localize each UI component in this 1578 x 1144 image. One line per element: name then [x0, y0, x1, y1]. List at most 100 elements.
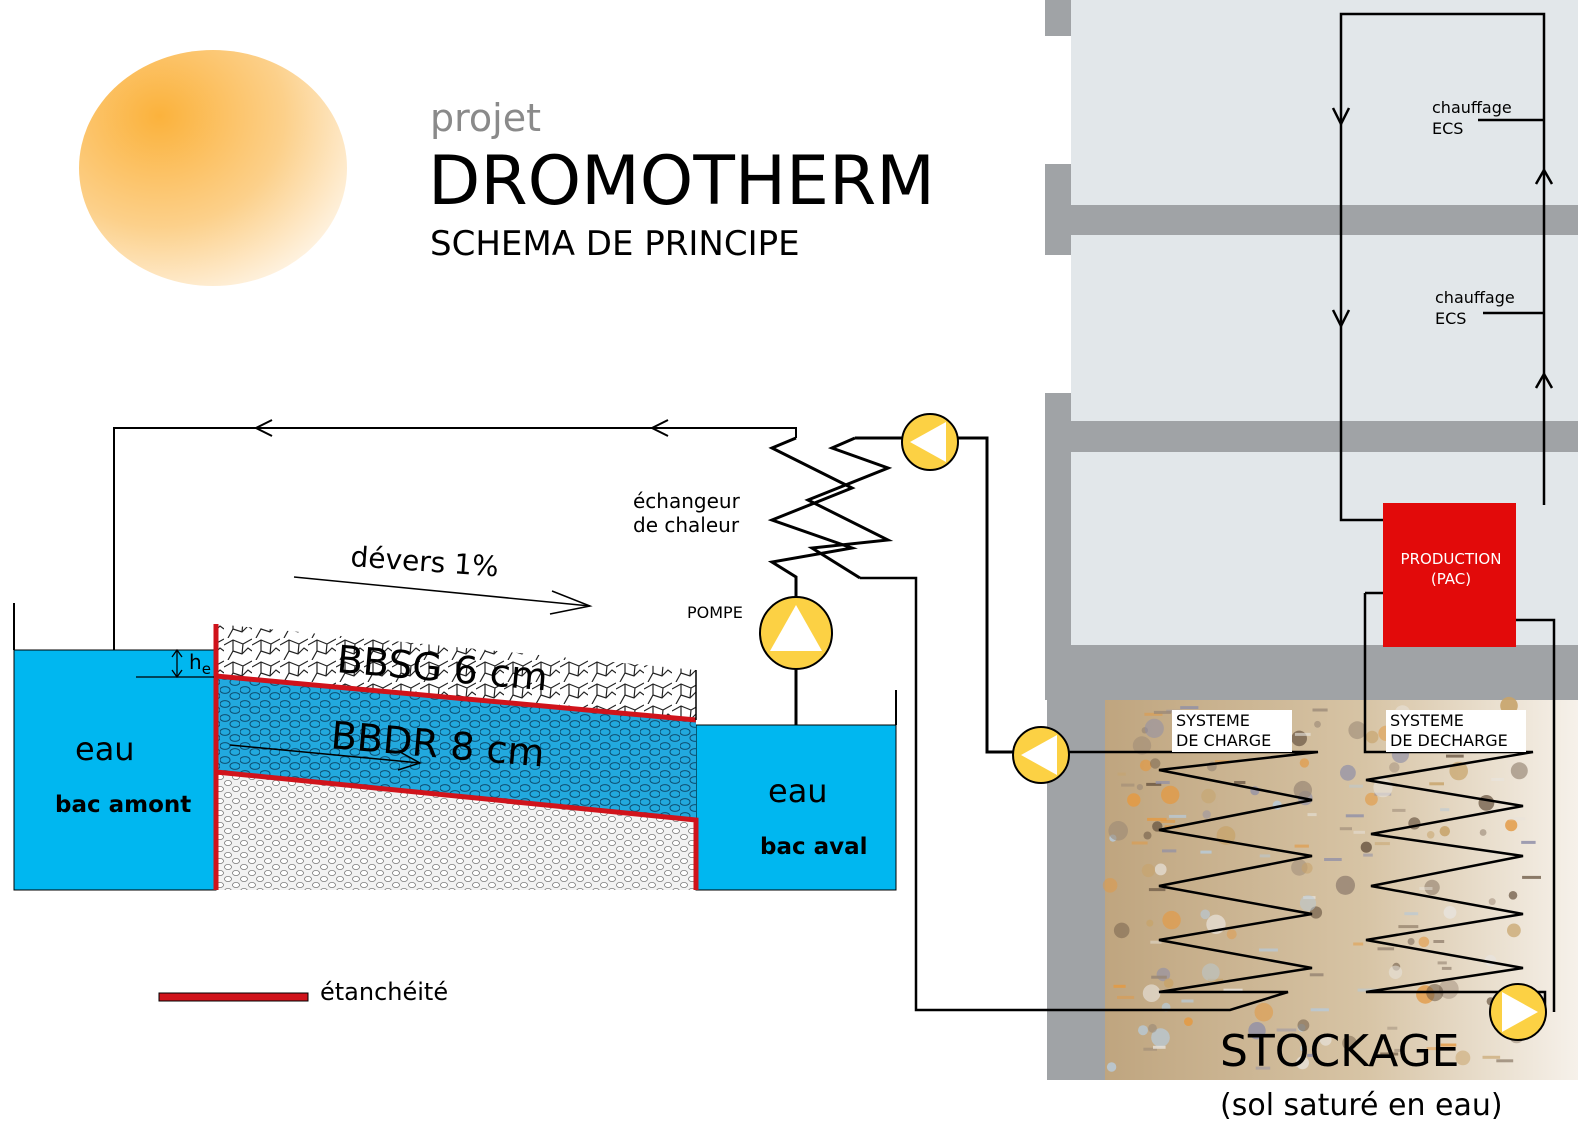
soil-speck: [1150, 940, 1162, 944]
soil-speck: [1143, 831, 1152, 840]
soil-speck: [1148, 888, 1166, 892]
soil-speck: [1117, 772, 1126, 776]
soil-speck: [1407, 938, 1415, 945]
pump-label: POMPE: [687, 603, 743, 622]
room-upper: [1071, 0, 1578, 205]
soil-speck: [1339, 827, 1352, 831]
soil-speck: [1508, 891, 1518, 900]
pump-icon: [901, 413, 959, 471]
title-schema: SCHEMA DE PRINCIPE: [430, 224, 800, 264]
flow-arrow-icon: [1331, 107, 1351, 127]
soil-speck: [1259, 948, 1278, 952]
soil-speck: [1437, 961, 1447, 965]
soil-speck: [1144, 712, 1163, 716]
production-sublabel: (PAC): [1431, 570, 1471, 588]
soil-speck: [1446, 754, 1464, 758]
soil-speck: [1438, 979, 1459, 999]
pump-icon: [759, 596, 833, 670]
soil-speck: [1146, 782, 1162, 786]
sealing-legend-label: étanchéité: [320, 978, 448, 1006]
upper-floor-label-ecs: ECS: [1432, 119, 1463, 138]
soil-speck: [1160, 819, 1176, 823]
soil-speck: [1296, 1056, 1309, 1070]
soil-speck: [1180, 706, 1199, 710]
soil-speck: [1300, 1045, 1307, 1052]
soil-speck: [1505, 819, 1518, 832]
soil-speck: [1426, 1047, 1440, 1051]
soil-speck: [1148, 1023, 1157, 1033]
soil-speck: [1299, 758, 1310, 768]
pump-icon: [1012, 726, 1070, 784]
soil-speck: [1146, 919, 1154, 927]
sealing-legend-swatch: [158, 992, 309, 1002]
flow-arrow-icon: [253, 419, 273, 437]
pump-icon: [1489, 983, 1547, 1041]
soil-speck: [1392, 808, 1406, 812]
soil-speck: [1353, 830, 1365, 834]
production-box: [1383, 503, 1516, 647]
sun-icon: [79, 50, 347, 286]
basin-upstream: [13, 649, 217, 891]
storage-detail: (sol saturé en eau): [1220, 1088, 1503, 1123]
building: [1045, 0, 1578, 1080]
upper-floor-label-chauffage: chauffage: [1432, 98, 1512, 117]
storage-label: STOCKAGE: [1220, 1026, 1459, 1077]
soil-speck: [1121, 783, 1135, 787]
soil-speck: [1394, 1048, 1403, 1052]
soil-speck: [1429, 782, 1444, 786]
soil-speck: [1139, 759, 1152, 772]
soil-speck: [1507, 923, 1521, 938]
lower-floor-label-ecs: ECS: [1435, 309, 1466, 328]
soil-speck: [1418, 936, 1430, 948]
soil-speck: [1307, 813, 1317, 817]
layer-gravel: [216, 772, 696, 890]
soil-speck: [1259, 854, 1271, 858]
soil-speck: [1312, 708, 1328, 712]
soil-speck: [1380, 1052, 1399, 1056]
charge-label-box: [1172, 710, 1292, 752]
soil-speck: [1234, 781, 1246, 784]
soil-speck: [1200, 850, 1212, 854]
soil-speck: [1398, 925, 1419, 929]
soil-speck: [1439, 826, 1451, 837]
soil-speck: [1482, 1055, 1501, 1059]
soil-speck: [1142, 984, 1161, 1002]
soil-speck: [1113, 984, 1126, 988]
soil-speck: [1335, 875, 1355, 895]
soil-speck: [1387, 1026, 1398, 1030]
soil-speck: [1478, 795, 1495, 811]
soil-speck: [1349, 784, 1363, 788]
soil-speck: [1153, 710, 1171, 714]
title-projet: projet: [430, 96, 541, 140]
soil-speck: [1155, 781, 1170, 784]
soil-speck: [1389, 762, 1400, 773]
charge-label-line1: SYSTEME: [1176, 711, 1250, 730]
soil-speck: [1377, 947, 1395, 951]
soil-speck: [1419, 887, 1433, 890]
soil-speck: [1510, 762, 1528, 780]
soil-speck: [1440, 808, 1450, 812]
soil-speck: [1294, 732, 1311, 736]
soil-speck: [1496, 1059, 1514, 1063]
soil-speck: [1255, 1066, 1271, 1070]
water-upstream-label: eau: [75, 730, 135, 768]
basin-downstream-label: bac aval: [760, 834, 868, 860]
soil-speck: [1153, 1045, 1166, 1049]
basin-downstream: [695, 724, 897, 891]
soil-speck: [1168, 814, 1187, 818]
soil-speck: [1340, 764, 1356, 781]
soil-speck: [1202, 810, 1211, 819]
layer-bbsg: [216, 624, 696, 720]
soil-speck: [1314, 720, 1321, 728]
soil-speck: [1488, 898, 1496, 906]
slope-arrow: [293, 576, 593, 615]
lower-floor-label-chauffage: chauffage: [1435, 288, 1515, 307]
soil-speck: [1441, 966, 1452, 970]
soil-speck: [1479, 829, 1487, 836]
soil-speck: [1136, 784, 1143, 791]
soil-speck: [1154, 863, 1167, 876]
room-middle: [1071, 235, 1578, 421]
soil-speck: [1404, 912, 1419, 916]
soil-speck: [1348, 721, 1367, 740]
production-label: PRODUCTION: [1401, 550, 1502, 568]
